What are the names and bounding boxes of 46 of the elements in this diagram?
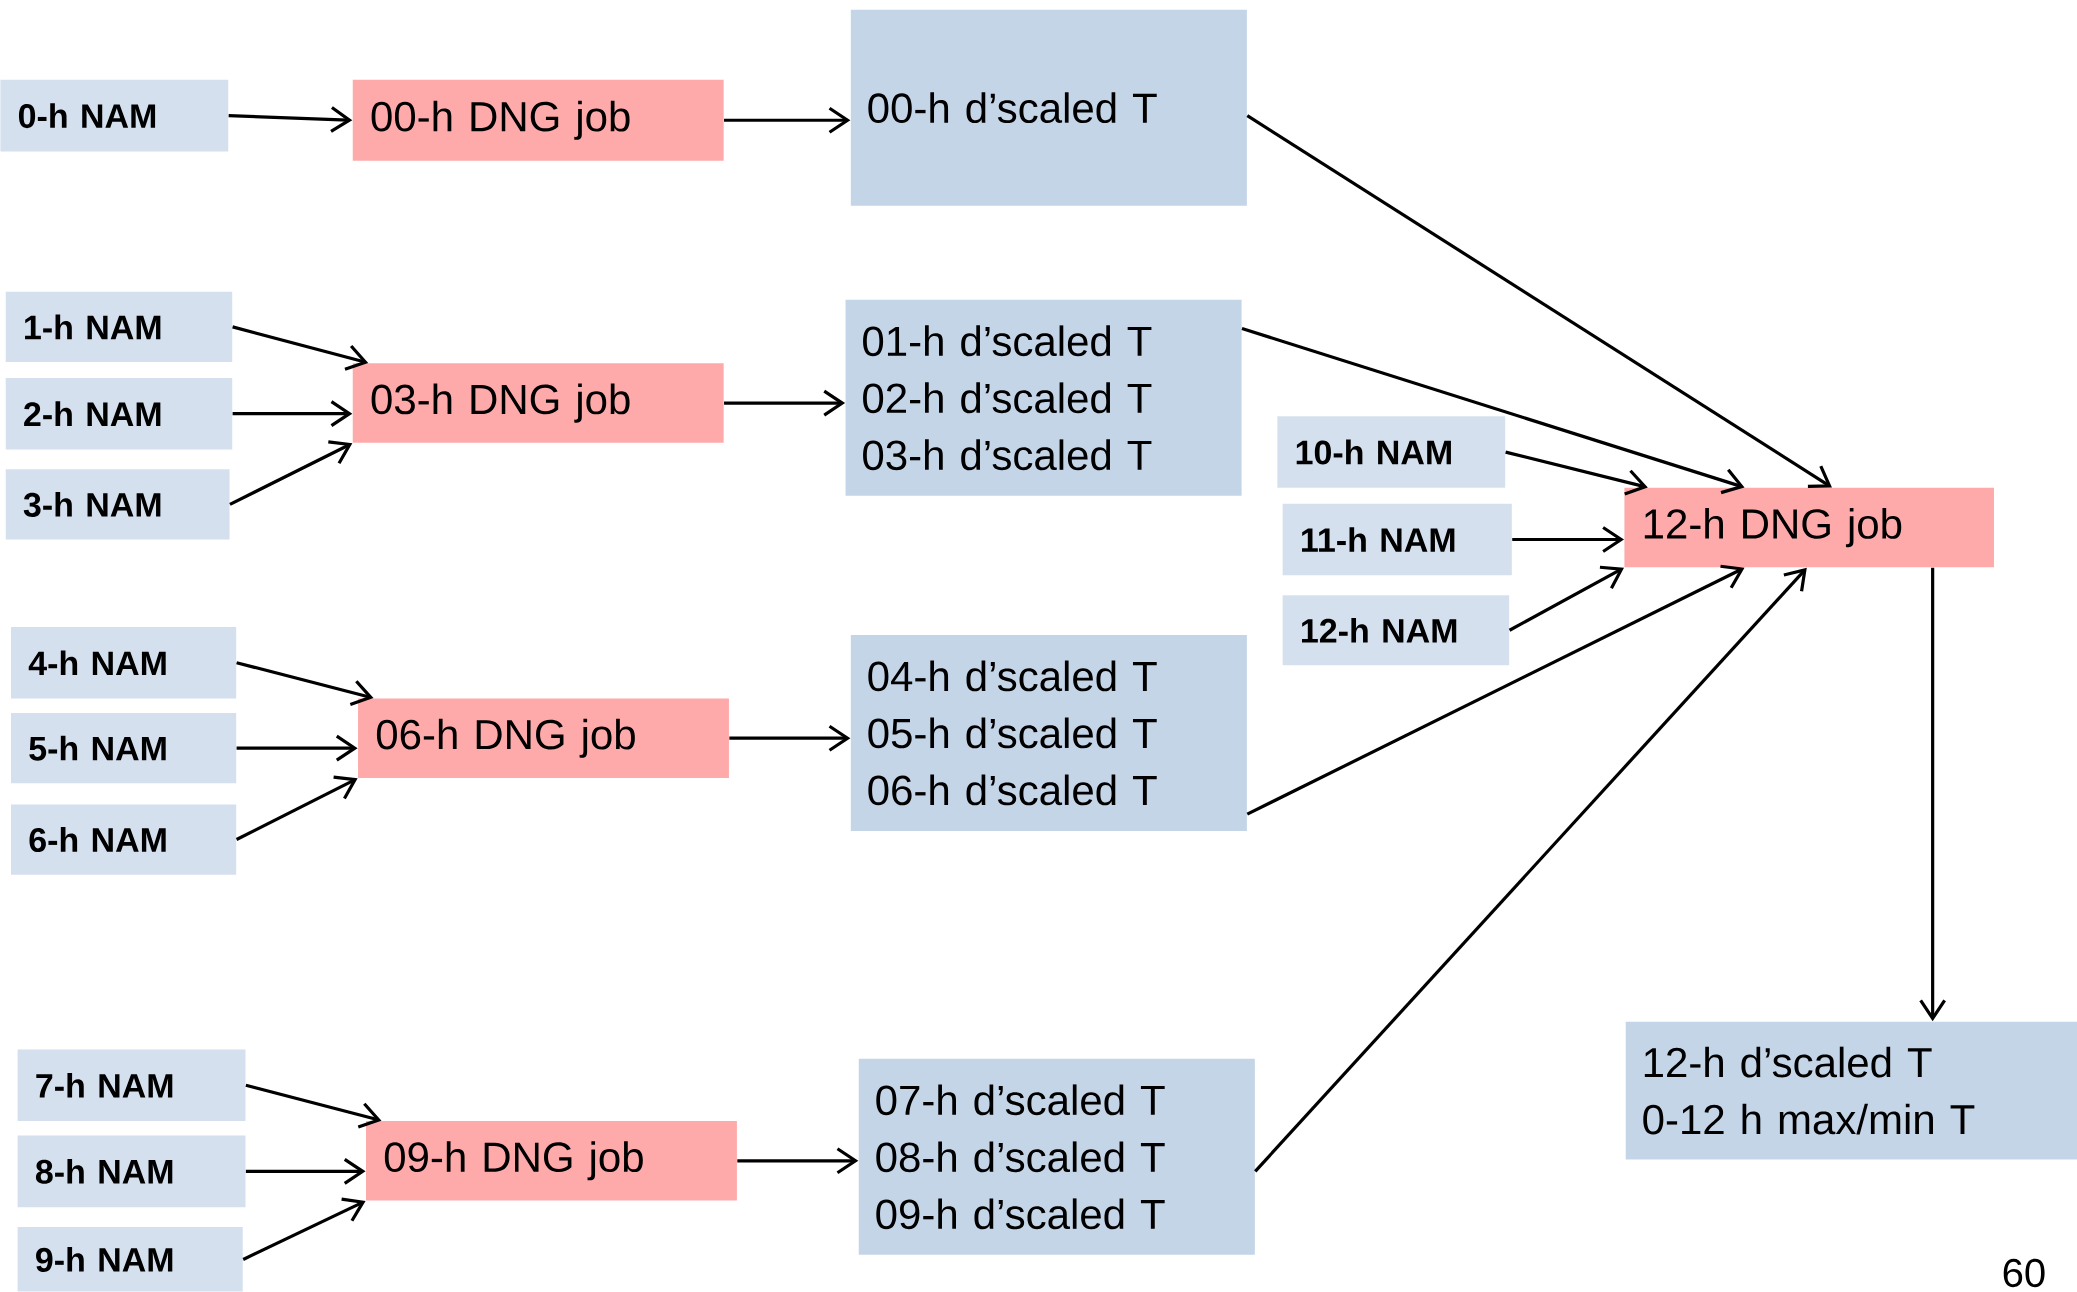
nam-box: 12-h NAM [1282,595,1510,666]
arrow [729,725,851,752]
nam-box: 10-h NAM [1277,416,1506,489]
nam-box: 6-h NAM [11,804,237,875]
output-box: 04-h d’scaled T 05-h d’scaled T 06-h d’scaled T [850,635,1247,832]
job-box: 12-h DNG job [1624,488,1994,568]
output-box: 01-h d’scaled T 02-h d’scaled T 03-h d’scaled T [845,300,1242,497]
output-box: 12-h d’scaled T 0-12 h max/min T [1625,1021,2077,1160]
job-box: 00-h DNG job [352,80,724,161]
arrow [245,1158,366,1185]
arrow [229,440,353,507]
page-number: 60 [2003,1259,2045,1288]
arrow [1505,450,1648,496]
nam-box: 9-h NAM [17,1227,243,1292]
output-box: 00-h d’scaled T [850,9,1247,206]
arrow [1246,564,1745,816]
nam-box: 1-h NAM [5,292,233,363]
arrow [242,1197,366,1262]
arrow [236,661,374,707]
arrow [737,1147,859,1175]
arrow [232,325,369,371]
nam-box: 3-h NAM [5,469,230,540]
arrow [232,400,353,428]
arrow [1241,327,1745,495]
arrow [236,735,358,762]
nam-box: 2-h NAM [5,378,233,450]
arrow [1508,565,1624,632]
arrow [235,775,358,842]
arrow [228,106,353,134]
arrow [724,390,846,417]
nam-box: 8-h NAM [17,1135,246,1208]
arrow [245,1083,382,1129]
nam-box: 11-h NAM [1282,504,1512,576]
job-box: 03-h DNG job [352,363,724,444]
arrow [724,107,851,134]
arrow [1512,526,1624,554]
arrow [1246,114,1832,489]
job-box: 09-h DNG job [366,1121,737,1201]
output-box: 07-h d’scaled T 08-h d’scaled T 09-h d’scaled T [858,1059,1255,1256]
nam-box: 5-h NAM [11,713,237,784]
job-box: 06-h DNG job [358,698,729,779]
arrow [1254,568,1807,1173]
arrow [1919,568,1946,1022]
nam-box: 7-h NAM [17,1049,246,1122]
nam-box: 0-h NAM [0,80,229,152]
nam-box: 4-h NAM [11,627,237,699]
